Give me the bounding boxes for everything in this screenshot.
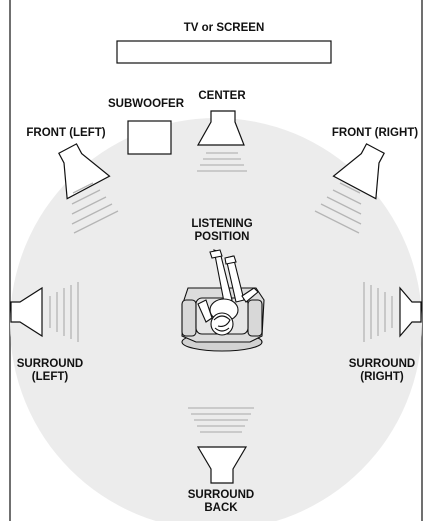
center-label: CENTER [188, 90, 256, 103]
tv-screen-label: TV or SCREEN [154, 22, 294, 35]
subwoofer-icon [128, 121, 171, 154]
surround-back-label: SURROUND BACK [180, 489, 262, 514]
tv-screen-icon [117, 41, 331, 63]
listening-position-label: LISTENING POSITION [177, 218, 267, 243]
surround-right-label: SURROUND (RIGHT) [342, 358, 422, 383]
front-left-label: FRONT (LEFT) [16, 127, 116, 140]
front-right-label: FRONT (RIGHT) [325, 127, 425, 140]
surround-left-label: SURROUND (LEFT) [10, 358, 90, 383]
subwoofer-label: SUBWOOFER [101, 98, 191, 111]
